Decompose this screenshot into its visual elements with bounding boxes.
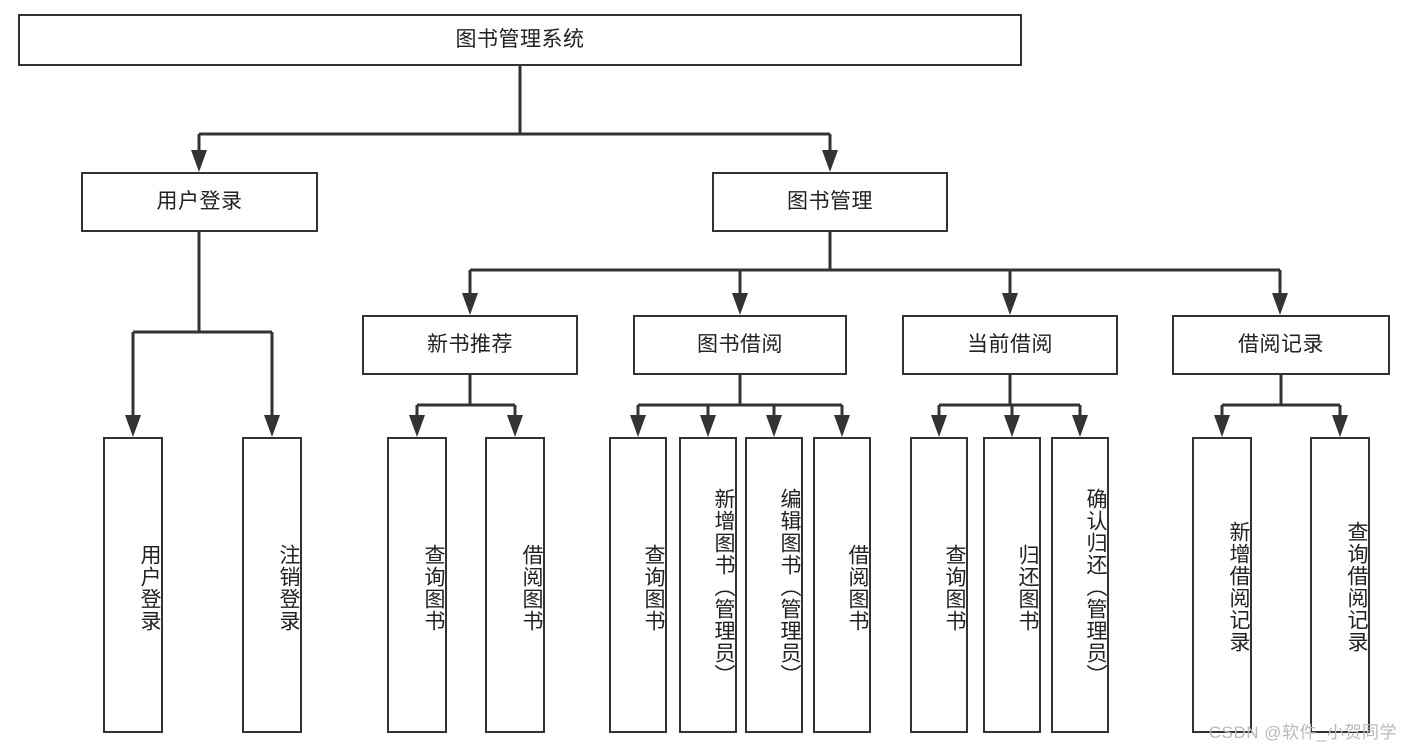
flow-node-label: 图书管理 [787,189,873,213]
arrowhead-3 [264,415,280,437]
flow-node-leaf-q2[interactable]: 查询图书 [609,437,667,733]
flow-node-leaf-add[interactable]: 新增图书（管理员） [679,437,737,733]
flow-node-current[interactable]: 当前借阅 [902,315,1118,375]
flow-node-newbook[interactable]: 新书推荐 [362,315,578,375]
flow-node-label: 图书借阅 [697,332,783,356]
flow-node-label: 用户登录 [138,544,161,632]
flow-node-label: 查询图书 [422,544,445,632]
flow-node-records[interactable]: 借阅记录 [1172,315,1390,375]
flow-node-leaf-login[interactable]: 用户登录 [103,437,163,733]
flow-node-label: 查询图书 [943,544,966,632]
flow-node-label: 用户登录 [156,189,243,213]
arrowhead-16 [1072,415,1088,437]
arrowhead-5 [732,293,748,315]
flow-node-label: 确认归还（管理员） [1084,488,1107,686]
arrowhead-11 [700,415,716,437]
flow-node-leaf-logout[interactable]: 注销登录 [242,437,302,733]
flow-node-label: 借阅记录 [1238,332,1324,356]
arrowhead-4 [462,293,478,315]
flow-node-label: 新增借阅记录 [1227,521,1250,653]
arrowhead-8 [409,415,425,437]
arrowhead-0 [191,150,207,172]
flow-node-label: 借阅图书 [520,544,543,632]
flow-node-leaf-b1[interactable]: 借阅图书 [485,437,545,733]
flow-node-leaf-edit[interactable]: 编辑图书（管理员） [745,437,803,733]
arrowhead-10 [630,415,646,437]
flow-node-label: 借阅图书 [846,544,869,632]
csdn-watermark: CSDN @软件_小贺同学 [1208,723,1397,742]
arrowhead-18 [1332,415,1348,437]
flow-node-borrow[interactable]: 图书借阅 [633,315,847,375]
flow-node-label: 图书管理系统 [455,27,585,51]
flow-node-label: 注销登录 [277,544,300,632]
flow-node-leaf-qrec[interactable]: 查询借阅记录 [1310,437,1370,733]
arrowhead-14 [931,415,947,437]
flow-node-label: 新书推荐 [427,332,513,356]
flow-node-login[interactable]: 用户登录 [81,172,318,232]
arrowhead-6 [1002,293,1018,315]
arrowhead-15 [1004,415,1020,437]
flow-node-label: 查询借阅记录 [1345,521,1368,653]
flow-node-leaf-confirm[interactable]: 确认归还（管理员） [1051,437,1109,733]
arrowhead-9 [507,415,523,437]
arrowhead-13 [834,415,850,437]
flow-node-label: 新增图书（管理员） [712,488,735,686]
flow-node-leaf-addrec[interactable]: 新增借阅记录 [1192,437,1252,733]
flow-node-leaf-q1[interactable]: 查询图书 [387,437,447,733]
flow-node-bookmgmt[interactable]: 图书管理 [712,172,948,232]
arrowhead-7 [1272,293,1288,315]
arrowhead-2 [125,415,141,437]
arrowhead-17 [1214,415,1230,437]
flow-node-label: 查询图书 [642,544,665,632]
flow-node-label: 编辑图书（管理员） [778,488,801,686]
arrowhead-1 [822,150,838,172]
flow-node-leaf-b2[interactable]: 借阅图书 [813,437,871,733]
flow-node-label: 归还图书 [1016,544,1039,632]
flow-node-root[interactable]: 图书管理系统 [18,14,1022,66]
flow-node-label: 当前借阅 [967,332,1053,356]
flow-node-leaf-q3[interactable]: 查询图书 [910,437,968,733]
arrowhead-12 [766,415,782,437]
flow-node-leaf-return[interactable]: 归还图书 [983,437,1041,733]
